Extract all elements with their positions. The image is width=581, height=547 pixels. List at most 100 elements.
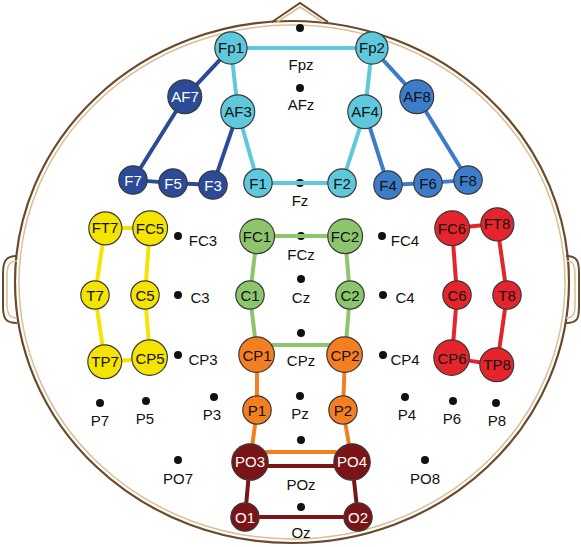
electrode-link [148,179,158,184]
electrode-dot [378,232,386,240]
electrode-circle: C1 [235,280,265,310]
electrode-label: FCz [287,247,315,262]
electrode-dot [449,397,457,405]
electrode-circle: F7 [118,165,148,195]
electrode-circle: FC6 [434,210,470,246]
electrode-circle: AF3 [220,94,256,130]
electrode-link [367,65,370,95]
electrode-label: CP4 [390,352,419,367]
electrode-circle-fill [119,166,147,194]
electrode-circle: FC2 [327,218,363,254]
electrode-name: AF3 [224,104,252,119]
electrode-circle-fill [327,337,363,373]
electrode-circle: F5 [158,168,188,198]
electrode-circle-fill [348,95,382,129]
head-inner-outline [19,25,565,539]
electrode-label: POz [286,477,315,492]
electrode-dot [174,456,182,464]
electrode-link [453,246,456,280]
electrode-link [403,182,413,187]
electrode-circle-fill [239,337,275,373]
electrode-dot [174,351,182,359]
electrode-circle-fill [231,503,259,531]
electrode-circle-fill [131,281,159,309]
electrode-name: AF7 [171,89,199,104]
electrode-name: C1 [240,288,259,303]
electrode-circle: FC1 [239,218,275,254]
electrode-label: CP3 [188,352,217,367]
electrode-label: C3 [190,290,209,305]
electrode-link [426,112,460,167]
electrode-name: AF4 [351,104,379,119]
electrode-circle-fill [132,340,168,376]
electrode-circle: T8 [492,280,522,310]
electrode-name: C2 [340,288,359,303]
electrode-link [122,226,132,230]
electrode-circle: F1 [243,168,273,198]
right-ear [566,256,579,323]
electrode-dot [174,232,182,240]
electrode-name: F5 [164,176,182,191]
electrode-circle: AF7 [167,79,203,115]
electrode-circle-fill [329,396,357,424]
electrode-link [197,60,219,84]
electrode-circle: Fp2 [355,31,389,65]
electrode-circle: F3 [198,170,228,200]
electrode-name: TP8 [483,357,511,372]
electrode-link [347,310,349,337]
electrode-label: P7 [91,413,109,428]
electrode-circle: O2 [343,502,373,532]
electrode-link [253,425,255,443]
electrode-name: AF8 [403,89,431,104]
electrode-circle-fill [414,169,442,197]
electrode-dot [96,399,104,407]
electrode-label: PO8 [410,471,440,486]
electrode-link [141,112,176,167]
electrode-circle-fill [81,281,109,309]
electrode-circle-fill [336,281,364,309]
electrode-link [354,481,356,502]
electrode-dot [297,275,305,283]
electrode-link [146,246,149,280]
electrode-link [255,374,259,395]
electrode-circle-fill [400,80,434,114]
electrode-link [500,310,505,348]
electrode-circle-fill [232,444,268,480]
electrode-name: FC1 [243,229,271,244]
electrode-name: CP6 [437,351,466,366]
electrode-link [97,310,102,345]
electrode-name: TP7 [91,354,119,369]
nose-inner [277,7,323,22]
electrode-label: Fpz [288,57,313,72]
electrode-dot [401,393,409,401]
electrode-name: F7 [124,173,142,188]
electrode-label: P3 [203,407,221,422]
electrode-link [347,254,349,280]
electrode-link [269,464,334,468]
electrode-circle-fill [88,345,122,379]
electrode-circle-fill [168,80,202,114]
electrode-link [347,129,360,169]
electrode-link [123,358,132,363]
electrode-link [243,129,254,168]
electrode-circle-fill [243,396,271,424]
left-ear [3,256,17,323]
electrode-label: Fz [292,193,309,208]
electrode-circle: P1 [242,395,272,425]
electrode-circle: F6 [413,168,443,198]
electrode-circle-fill [159,169,187,197]
electrode-circle: PO3 [231,443,269,481]
electrode-circle-fill [328,169,356,197]
electrode-name: P1 [248,403,266,418]
electrode-circle-fill [480,348,514,382]
electrode-dots [96,24,500,511]
electrode-link [188,182,198,187]
electrode-name: FC2 [331,229,359,244]
electrode-label: P6 [443,411,461,426]
electrode-circle: PO4 [333,443,371,481]
electrode-circle-fill [244,169,272,197]
electrode-label: CPz [287,353,315,368]
electrode-circle: CP6 [433,339,470,376]
electrode-circle: CP5 [131,339,168,376]
electrode-dot [296,84,304,92]
